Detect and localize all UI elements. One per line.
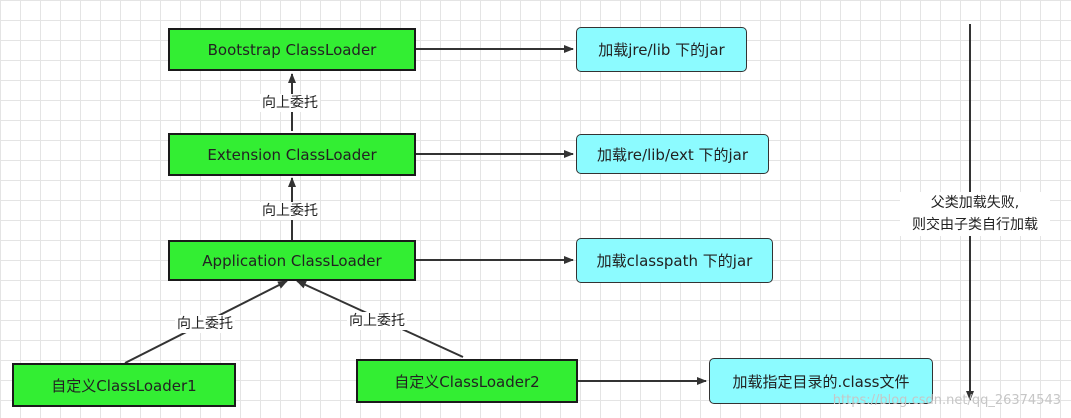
bootstrap-target-label: 加载jre/lib 下的jar bbox=[598, 41, 725, 59]
fallback-note: 父类加载失败, 则交由子类自行加载 bbox=[900, 192, 1050, 236]
watermark: https://blog.csdn.net/qq_26374543 bbox=[832, 393, 1061, 408]
delegate-label-c1-to-app: 向上委托 bbox=[175, 315, 235, 333]
extension-target-label: 加载re/lib/ext 下的jar bbox=[596, 145, 749, 164]
delegate-label-c2-to-app: 向上委托 bbox=[347, 312, 407, 330]
bootstrap-target-box: 加载jre/lib 下的jar bbox=[576, 27, 747, 72]
application-target-box: 加载classpath 下的jar bbox=[576, 238, 773, 283]
custom-classloader2-label: 自定义ClassLoader2 bbox=[394, 372, 540, 391]
delegate-label-ext-to-boot: 向上委托 bbox=[260, 94, 320, 112]
custom2-target-box: 加载指定目录的.class文件 bbox=[709, 358, 933, 404]
bootstrap-classloader-label: Bootstrap ClassLoader bbox=[207, 40, 377, 59]
custom-classloader2-box: 自定义ClassLoader2 bbox=[356, 359, 578, 403]
extension-classloader-box: Extension ClassLoader bbox=[168, 133, 416, 176]
application-classloader-label: Application ClassLoader bbox=[202, 251, 382, 270]
delegate-label-app-to-ext: 向上委托 bbox=[260, 202, 320, 220]
fallback-note-line1: 父类加载失败, bbox=[930, 195, 1020, 211]
extension-classloader-label: Extension ClassLoader bbox=[207, 145, 377, 164]
custom2-target-label: 加载指定目录的.class文件 bbox=[732, 372, 910, 391]
custom-classloader1-label: 自定义ClassLoader1 bbox=[51, 376, 197, 395]
application-classloader-box: Application ClassLoader bbox=[168, 240, 416, 281]
fallback-note-line2: 则交由子类自行加载 bbox=[912, 217, 1038, 233]
application-target-label: 加载classpath 下的jar bbox=[596, 252, 753, 270]
bootstrap-classloader-box: Bootstrap ClassLoader bbox=[168, 28, 416, 71]
extension-target-box: 加载re/lib/ext 下的jar bbox=[576, 134, 769, 174]
custom-classloader1-box: 自定义ClassLoader1 bbox=[12, 363, 236, 407]
